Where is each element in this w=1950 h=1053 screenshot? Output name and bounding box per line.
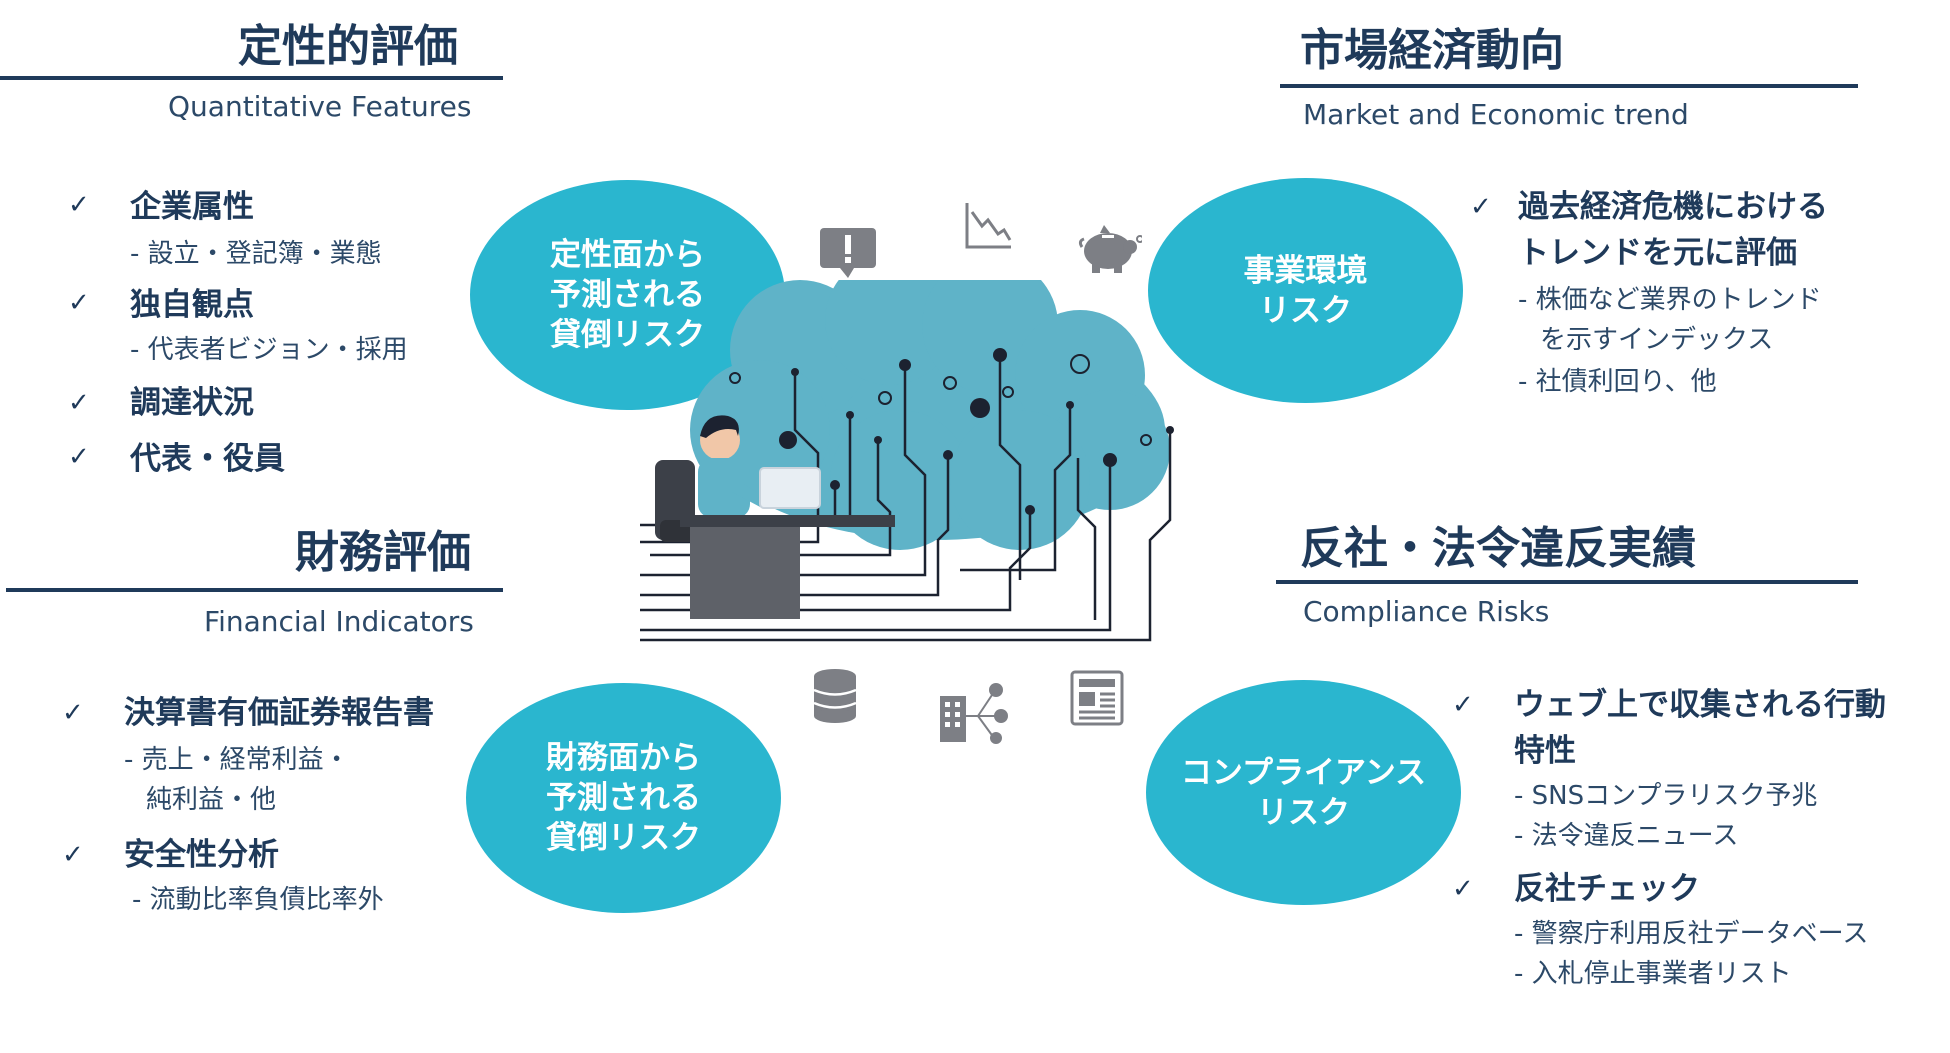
financial-rule [6,588,503,592]
check-icon: ✓ [68,190,90,220]
compliance-item-label: 特性 [1514,733,1576,769]
bubble-line: 貸倒リスク [550,317,705,353]
check-icon: ✓ [68,442,90,472]
bubble-line: 財務面から [546,740,701,776]
financial-item-label: 決算書有価証券報告書 [124,695,434,731]
financial-item-label: 安全性分析 [124,837,279,873]
market-rule [1280,84,1858,88]
financial-risk-bubble: 財務面から 予測される 貸倒リスク [466,683,781,913]
market-item-label: トレンドを元に評価 [1518,235,1797,271]
qualitative-item-detail: - 代表者ビジョン・採用 [130,335,408,365]
qualitative-item-label: 独自観点 [130,287,254,323]
market-item-detail: - 社債利回り、他 [1518,367,1717,397]
market-item-detail: - 株価など業界のトレンド [1518,285,1822,315]
check-icon: ✓ [1470,192,1492,222]
check-icon: ✓ [62,698,84,728]
financial-item-detail: - 流動比率負債比率外 [132,885,384,915]
market-subtitle: Market and Economic trend [1303,98,1689,131]
database-icon [813,669,857,723]
market-item-detail: を示すインデックス [1540,325,1774,355]
market-risk-bubble: 事業環境 リスク [1148,178,1463,403]
compliance-item-label: 反社チェック [1514,871,1700,907]
check-icon: ✓ [1452,874,1474,904]
bubble-line: 貸倒リスク [546,820,701,856]
circuit-nodes [779,348,1174,515]
bubble-line: コンプライアンス [1180,754,1427,791]
compliance-rule [1276,580,1858,584]
financial-item-detail: 純利益・他 [146,785,277,815]
bubble-line: 予測される [546,780,701,816]
qualitative-title: 定性的評価 [238,21,458,72]
check-icon: ✓ [68,388,90,418]
qualitative-item-detail: - 設立・登記簿・業態 [130,239,382,269]
compliance-item-detail: - 法令違反ニュース [1514,821,1739,851]
compliance-item-detail: - 入札停止事業者リスト [1514,959,1792,989]
qualitative-rule [0,76,503,80]
newspaper-icon [1070,670,1124,726]
qualitative-subtitle: Quantitative Features [168,90,472,123]
network-building-icon [940,683,1008,744]
market-title: 市場経済動向 [1300,25,1564,76]
qualitative-risk-bubble: 定性面から 予測される 貸倒リスク [470,180,785,410]
market-item-label: 過去経済危機における [1518,189,1828,225]
financial-item-detail: - 売上・経常利益・ [124,745,350,775]
compliance-risk-bubble: コンプライアンス リスク [1146,680,1461,905]
qualitative-item-label: 調達状況 [130,385,254,421]
financial-subtitle: Financial Indicators [204,605,474,638]
bubble-line: リスク [1257,794,1350,831]
bubble-line: リスク [1259,292,1352,329]
circuit-rings [729,354,1152,446]
check-icon: ✓ [62,840,84,870]
check-icon: ✓ [68,288,90,318]
person-at-desk-illustration [655,415,895,619]
qualitative-item-label: 代表・役員 [130,441,285,477]
compliance-title: 反社・法令違反実績 [1300,523,1696,574]
bubble-line: 事業環境 [1243,252,1368,289]
bubble-line: 定性面から [550,237,705,273]
financial-title: 財務評価 [295,527,471,578]
compliance-item-label: ウェブ上で収集される行動 [1514,687,1886,723]
bubble-line: 予測される [550,277,705,313]
piggy-bank-icon [1078,225,1142,273]
compliance-item-detail: - 警察庁利用反社データベース [1514,919,1869,949]
qualitative-item-label: 企業属性 [130,189,254,225]
alert-icon [820,228,876,278]
check-icon: ✓ [1452,690,1474,720]
declining-chart-icon [965,203,1012,249]
compliance-subtitle: Compliance Risks [1303,595,1550,628]
compliance-item-detail: - SNSコンプラリスク予兆 [1514,781,1818,811]
